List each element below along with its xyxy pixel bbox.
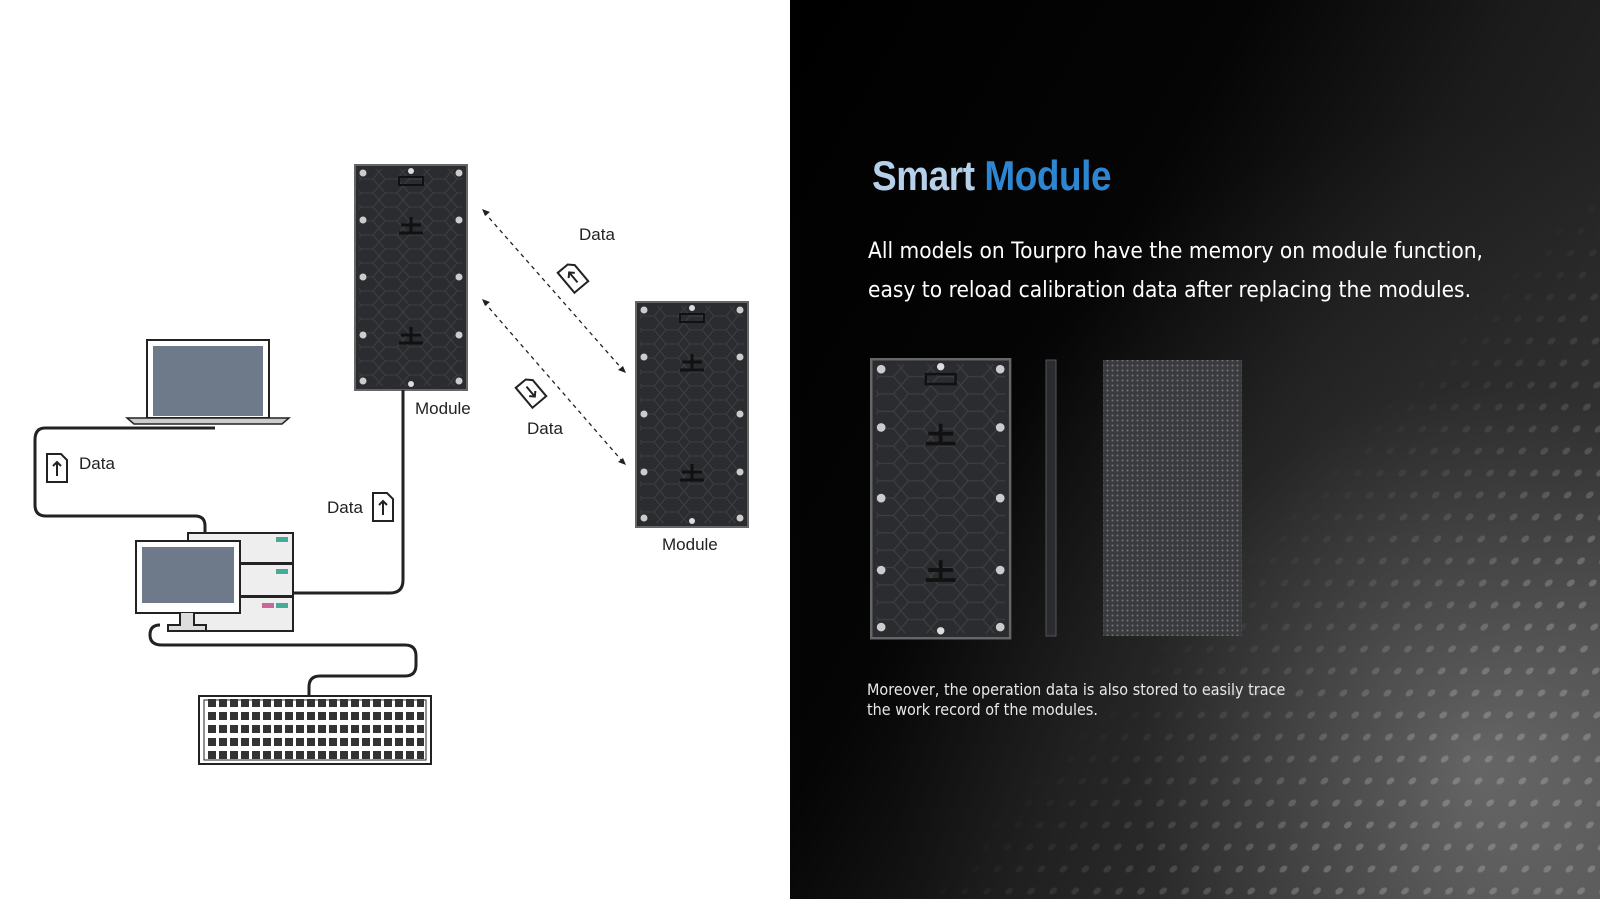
data-label-lower: Data <box>527 419 563 438</box>
panel-title: Smart Module <box>872 152 1112 200</box>
module-label-right: Module <box>662 535 718 554</box>
file-upload-icon <box>556 263 590 295</box>
panel-description: All models on Tourpro have the memory on… <box>868 239 1483 303</box>
data-label-desktop: Data <box>327 498 363 517</box>
data-label-laptop: Data <box>79 454 115 473</box>
desktop-computer-icon <box>135 532 294 632</box>
title-word-module: Module <box>984 152 1112 199</box>
module-side-view <box>1045 359 1057 637</box>
file-upload-icon <box>46 453 68 483</box>
operation-data-note: Moreover, the operation data is also sto… <box>867 680 1286 719</box>
module-data-diagram: Module Module Data Data Data Data <box>0 0 790 899</box>
keyboard-icon <box>198 695 432 765</box>
data-label-upper: Data <box>579 225 615 244</box>
module-views <box>870 358 1242 640</box>
file-upload-icon <box>372 492 394 522</box>
file-download-icon <box>514 378 548 410</box>
module-front-view <box>1103 360 1242 636</box>
module-top <box>353 163 469 392</box>
title-word-smart: Smart <box>872 152 975 199</box>
module-back-view <box>870 358 1012 640</box>
module-label-top: Module <box>415 399 471 418</box>
module-right <box>634 300 750 529</box>
transfer-arrows <box>483 211 624 463</box>
laptop-icon <box>124 339 292 425</box>
cables <box>33 390 418 697</box>
smart-module-panel: Smart Module All models on Tourpro have … <box>790 0 1600 899</box>
